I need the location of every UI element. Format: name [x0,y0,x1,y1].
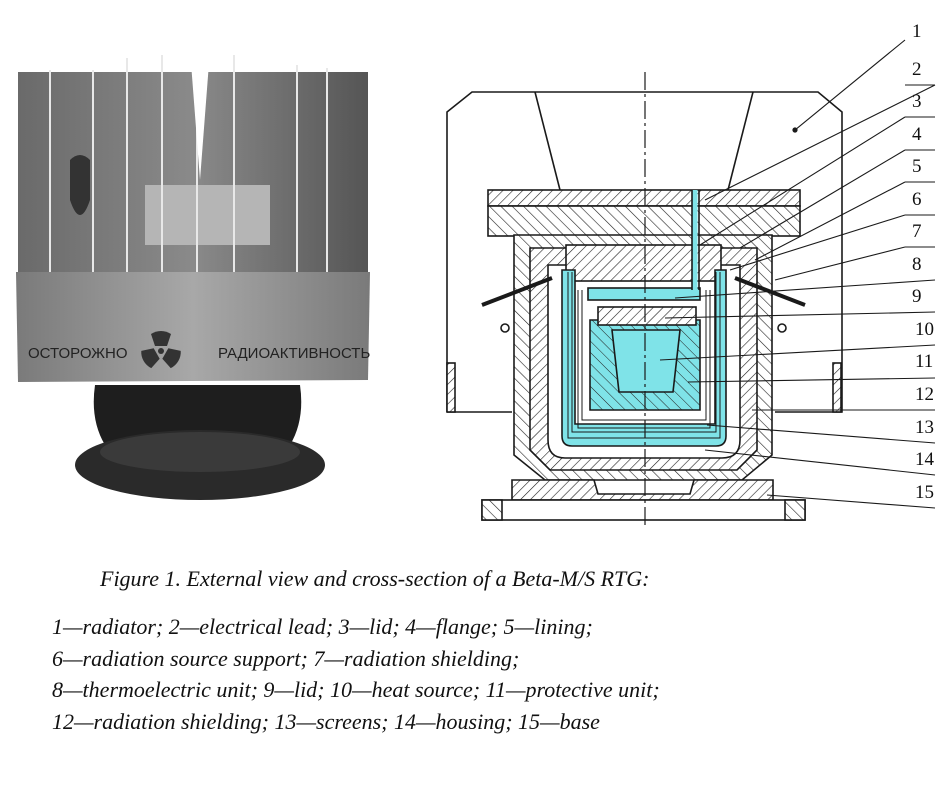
figure-caption: Figure 1. External view and cross-sectio… [100,566,650,591]
heat-source [611,329,681,393]
label-8: 8 [912,254,922,275]
label-6: 6 [912,189,922,210]
label-12: 12 [915,384,934,405]
label-2: 2 [912,59,922,80]
label-10: 10 [915,319,934,340]
label-5: 5 [912,156,922,177]
label-9: 9 [912,286,922,307]
legend-line-1: 1—radiator; 2—electrical lead; 3—lid; 4—… [52,614,593,639]
label-15: 15 [915,482,934,503]
radiation-trefoil-icon [141,330,181,369]
cross-section-diagram [446,39,936,528]
label-7: 7 [912,221,922,242]
label-3: 3 [912,91,922,112]
label-4: 4 [912,124,922,145]
label-14: 14 [915,449,934,470]
legend-line-4: 12—radiation shielding; 13—screens; 14—h… [52,709,600,734]
rtg-photo: ОСТОРОЖНО РАДИОАКТИВНОСТЬ [16,50,370,500]
label-11: 11 [915,351,934,372]
band-text-left: ОСТОРОЖНО [28,345,128,362]
radiator [446,91,843,413]
band-text-right: РАДИОАКТИВНОСТЬ [218,345,370,362]
legend-line-2: 6—radiation source support; 7—radiation … [52,646,520,671]
label-13: 13 [915,417,934,438]
label-1: 1 [912,21,922,42]
legend-line-3: 8—thermoelectric unit; 9—lid; 10—heat so… [52,677,660,702]
